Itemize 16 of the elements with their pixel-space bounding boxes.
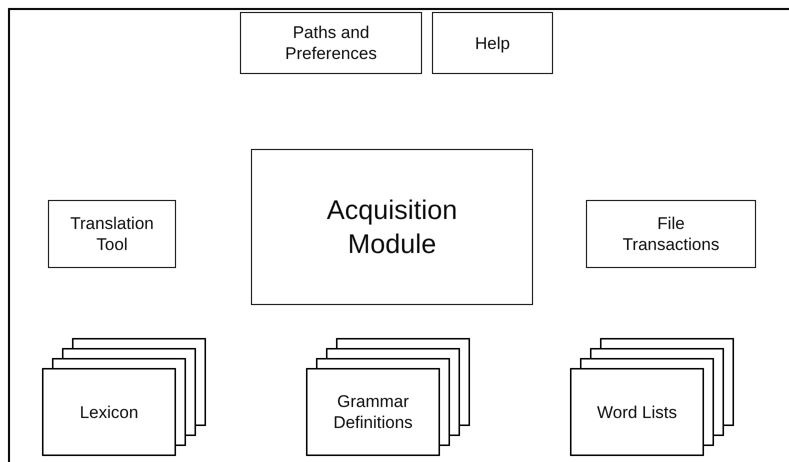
- node-label: Word Lists: [597, 402, 677, 422]
- module-box: [432, 12, 553, 74]
- node-label: Translation Tool: [69, 213, 155, 255]
- node-label: Grammar Definitions: [332, 391, 414, 433]
- node-label: Lexicon: [80, 402, 138, 422]
- document-stack: [570, 338, 734, 456]
- node-label: Acquisition Module: [326, 194, 458, 261]
- node-label: Help: [475, 32, 510, 54]
- node-label: File Transactions: [622, 213, 720, 255]
- document-stack: [306, 338, 470, 456]
- node-label: Paths and Preferences: [284, 22, 378, 64]
- module-box: [48, 200, 176, 268]
- module-box: [240, 12, 422, 74]
- module-box: [251, 149, 533, 305]
- module-box: [586, 200, 756, 268]
- document-stack: [42, 338, 206, 456]
